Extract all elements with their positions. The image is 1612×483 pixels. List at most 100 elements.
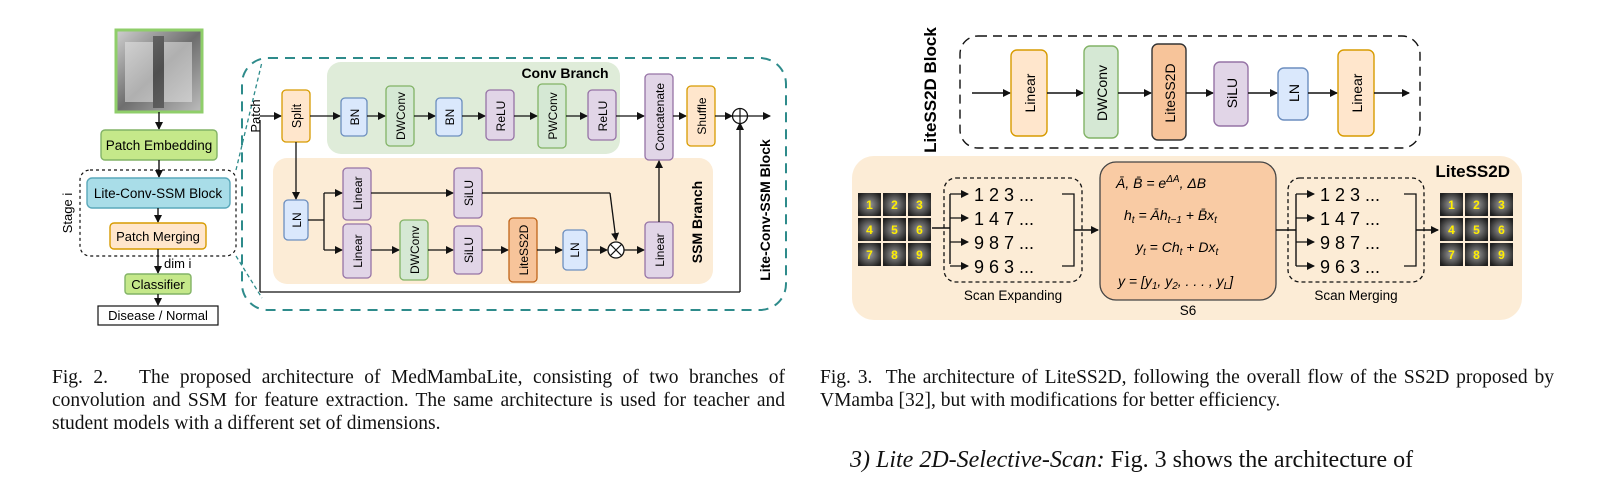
input-grid-tile-5 xyxy=(883,218,906,241)
concatenate-label: Concatenate xyxy=(653,83,667,151)
sum-node xyxy=(731,107,749,125)
block-detail-title: Lite-Conv-SSM Block xyxy=(757,139,773,281)
output-label: Disease / Normal xyxy=(108,308,208,323)
fig3-caption: Fig. 3. The architecture of LiteSS2D, fo… xyxy=(820,366,1554,412)
split-label: Split xyxy=(290,103,304,128)
conv-op-3: ReLU xyxy=(485,89,515,141)
ssm-bottom-litess2d: LiteSS2D xyxy=(508,217,538,283)
ssm-top-linear: Linear xyxy=(342,167,372,221)
scan-in-row-2: 9 8 7 ... xyxy=(974,233,1034,253)
input-grid-tile-6 xyxy=(908,218,931,241)
scan-out-row-1: 1 4 7 ... xyxy=(1320,209,1380,229)
output-grid-tile-4 xyxy=(1440,218,1463,241)
block-op-5-label: Linear xyxy=(1349,73,1365,112)
input-grid-tile-label-8: 8 xyxy=(891,248,898,262)
patch-merging-box: Patch Merging xyxy=(109,222,207,250)
input-grid-tile-label-9: 9 xyxy=(916,248,923,262)
classifier-box: Classifier xyxy=(124,273,192,295)
block-op-2: LiteSS2D xyxy=(1151,43,1187,141)
s6-eq-2: yt = Cht + Dxt xyxy=(1135,239,1220,258)
ssm-bottom-litess2d-label: LiteSS2D xyxy=(517,224,531,275)
litess2d-block-label-text: LiteSS2D Block xyxy=(921,27,940,153)
input-grid-tile-7 xyxy=(858,243,881,266)
ssm-ln-label: LN xyxy=(290,212,304,227)
input-grid-tile-label-7: 7 xyxy=(866,248,873,262)
patch-merging-label: Patch Merging xyxy=(116,229,200,244)
shuffle-box: Shuffle xyxy=(686,85,716,147)
output-grid-tile-1 xyxy=(1440,193,1463,216)
output-box: Disease / Normal xyxy=(97,305,219,326)
input-grid-tile-label-4: 4 xyxy=(866,223,873,237)
stage-label: Stage i xyxy=(60,193,75,234)
output-grid-tile-label-2: 2 xyxy=(1473,198,1480,212)
classifier-label: Classifier xyxy=(131,277,185,292)
section-heading: 3) Lite 2D-Selective-Scan: Fig. 3 shows … xyxy=(850,447,1413,474)
scan-out-row-2: 9 8 7 ... xyxy=(1320,233,1380,253)
block-op-0-label: Linear xyxy=(1022,73,1038,112)
input-grid-tile-4 xyxy=(858,218,881,241)
block-op-2-label: LiteSS2D xyxy=(1162,63,1178,122)
litess2d-detail-title: LiteSS2D xyxy=(1435,162,1510,181)
block-op-1-label: DWConv xyxy=(1094,65,1110,121)
block-op-3: SiLU xyxy=(1213,61,1249,127)
block-op-4: LN xyxy=(1277,67,1309,121)
ssm-bottom-linear-label: Linear xyxy=(351,234,365,267)
output-grid-tile-label-7: 7 xyxy=(1448,248,1455,262)
scan-expanding-outline xyxy=(943,177,1083,283)
ssm-bottom-silu: SiLU xyxy=(453,225,483,275)
section-title: Lite 2D-Selective-Scan: xyxy=(876,447,1105,473)
block-op-5: Linear xyxy=(1337,49,1375,137)
input-grid-tile-8 xyxy=(883,243,906,266)
dim-label: dim i xyxy=(164,256,192,271)
output-grid-tile-label-3: 3 xyxy=(1498,198,1505,212)
scan-out-row-0: 1 2 3 ... xyxy=(1320,185,1380,205)
input-grid-tile-label-5: 5 xyxy=(891,223,898,237)
output-grid-tile-8 xyxy=(1465,243,1488,266)
block-op-3-label: SiLU xyxy=(1224,78,1240,108)
scan-expanding-rows: 1 2 3 ... 1 4 7 ... 9 8 7 ... 9 6 3 ... xyxy=(950,185,1099,277)
s6-label: S6 xyxy=(1180,303,1197,318)
scan-out-row-3: 9 6 3 ... xyxy=(1320,257,1380,277)
lite-conv-ssm-block-label: Lite-Conv-SSM Block xyxy=(94,186,223,201)
conv-op-2: BN xyxy=(435,97,463,137)
litess2d-block-label: LiteSS2D Block xyxy=(921,27,940,153)
patch-embedding-box: Patch Embedding xyxy=(100,129,218,161)
output-grid-tile-2 xyxy=(1465,193,1488,216)
conv-op-4: PWConv xyxy=(537,83,567,149)
fig2: Patch Embedding Stage i Lite-Conv-SSM Bl… xyxy=(60,28,787,326)
conv-op-1-label: DWConv xyxy=(394,92,408,140)
output-grid-tile-9 xyxy=(1490,243,1513,266)
scan-expanding-label: Scan Expanding xyxy=(964,288,1062,303)
input-grid-tile-3 xyxy=(908,193,931,216)
input-grid-tile-label-2: 2 xyxy=(891,198,898,212)
output-grid-tile-3 xyxy=(1490,193,1513,216)
output-grid-tile-label-8: 8 xyxy=(1473,248,1480,262)
ssm-top-silu: SiLU xyxy=(453,167,483,219)
ssm-bottom-ln: LN xyxy=(562,229,588,271)
input-grid-tile-1 xyxy=(858,193,881,216)
s6-eq-3: y = [y1, y2, . . . , yL] xyxy=(1117,273,1234,292)
block-op-0: Linear xyxy=(1010,49,1048,137)
litess2d-block-outline xyxy=(959,35,1421,149)
fig2-caption-text: The proposed architecture of MedMambaLit… xyxy=(52,367,785,434)
input-grid-tile-2 xyxy=(883,193,906,216)
output-grid-tile-label-5: 5 xyxy=(1473,223,1480,237)
ssm-bottom-silu-label: SiLU xyxy=(462,237,476,263)
output-grid-tile-label-9: 9 xyxy=(1498,248,1505,262)
ssm-out-linear: Linear xyxy=(644,221,674,279)
input-grid-tile-label-1: 1 xyxy=(866,198,873,212)
concatenate-box: Concatenate xyxy=(644,73,674,161)
multiply-node xyxy=(607,241,625,259)
scan-in-row-3: 9 6 3 ... xyxy=(974,257,1034,277)
conv-op-2-label: BN xyxy=(443,109,457,126)
patch-input-label: Patch xyxy=(248,99,263,132)
output-grid-tile-5 xyxy=(1465,218,1488,241)
fig3-caption-label: Fig. 3. xyxy=(820,367,873,388)
output-grid-tile-7 xyxy=(1440,243,1463,266)
conv-op-0-label: BN xyxy=(348,109,362,126)
input-grid-tile-label-6: 6 xyxy=(916,223,923,237)
split-box: Split xyxy=(281,89,311,143)
lite-conv-ssm-block-box: Lite-Conv-SSM Block xyxy=(86,177,231,209)
